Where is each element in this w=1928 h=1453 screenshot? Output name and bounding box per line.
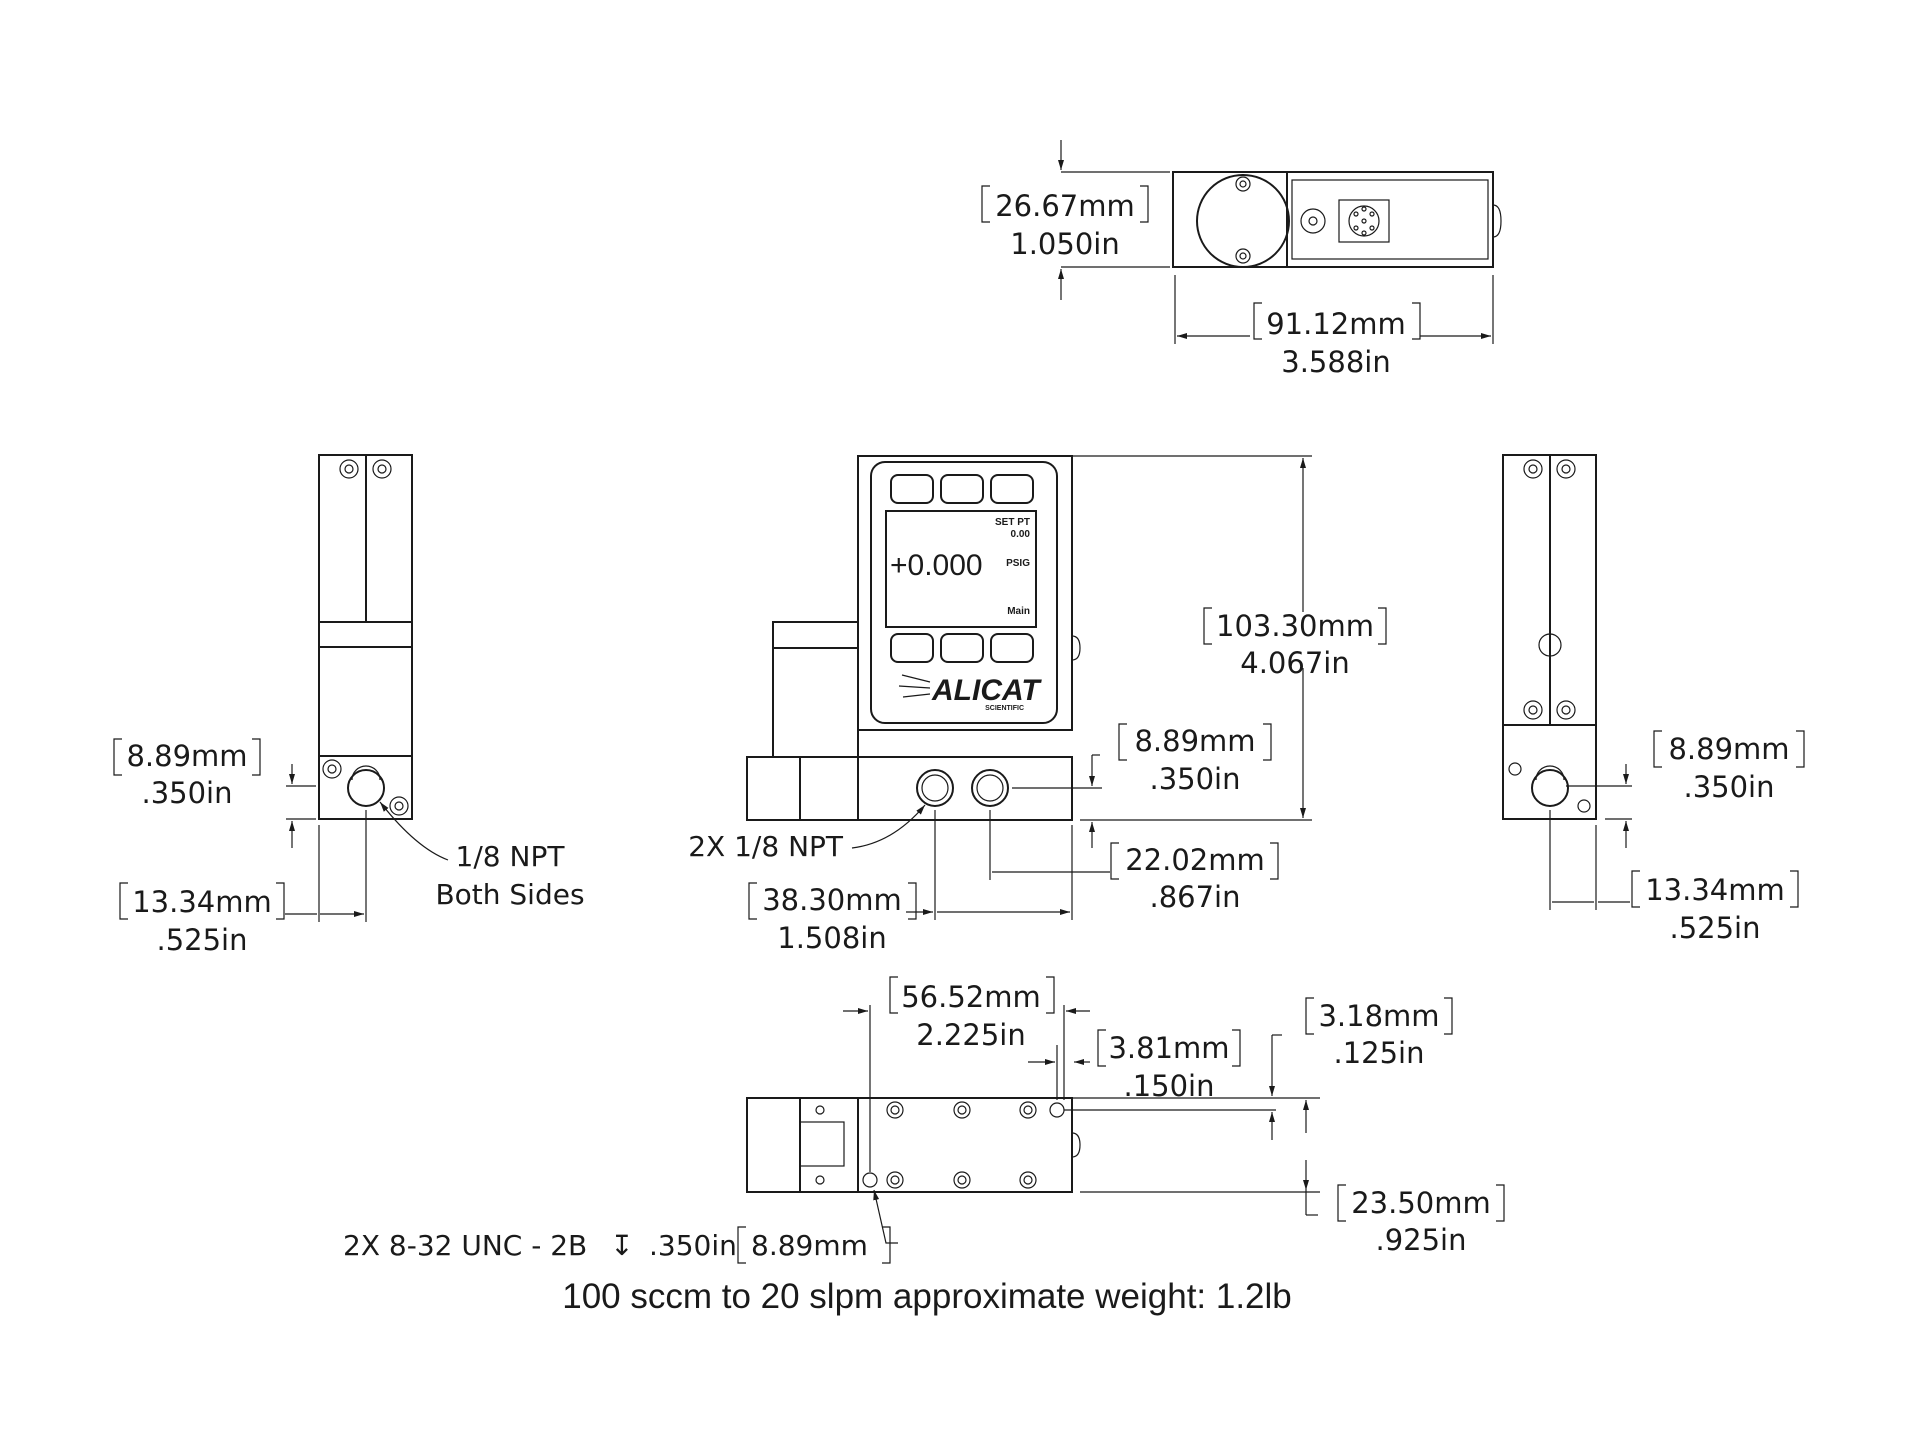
front-port-height-in: .350in bbox=[1149, 762, 1240, 796]
front-port-note: 2X 1/8 NPT bbox=[688, 830, 844, 863]
bottom-view: 56.52mm 2.225in 3.81mm .150in 3.18mm .12… bbox=[343, 976, 1505, 1264]
left-port-note-1: 1/8 NPT bbox=[456, 840, 566, 873]
front-port-height-mm: 8.89mm bbox=[1134, 724, 1255, 758]
display-units: PSIG bbox=[1006, 558, 1030, 569]
display-setpoint-label: SET PT bbox=[995, 517, 1030, 528]
bottom-hole-inset-in: .125in bbox=[1333, 1036, 1424, 1070]
front-height-in: 4.067in bbox=[1240, 646, 1349, 680]
display-reading: +0.000 bbox=[890, 549, 983, 582]
bottom-width-in: .925in bbox=[1375, 1223, 1466, 1257]
front-height-mm: 103.30mm bbox=[1216, 609, 1374, 643]
left-view: 8.89mm .350in 13.34mm .525in 1/8 NPT Bot… bbox=[113, 454, 585, 957]
top-height-in: 1.050in bbox=[1010, 227, 1119, 261]
front-port-offset-mm: 38.30mm bbox=[762, 883, 902, 917]
left-port-height-in: .350in bbox=[141, 776, 232, 810]
right-port-offset-in: .525in bbox=[1669, 911, 1760, 945]
front-port-spacing-mm: 22.02mm bbox=[1125, 843, 1265, 877]
front-view: SET PT 0.00 +0.000 PSIG Main ALICAT SCIE… bbox=[688, 455, 1387, 955]
top-height-mm: 26.67mm bbox=[995, 189, 1135, 223]
top-length-in: 3.588in bbox=[1281, 345, 1390, 379]
thread-depth-mm: 8.89mm bbox=[751, 1229, 868, 1262]
right-port-height-mm: 8.89mm bbox=[1668, 732, 1789, 766]
top-length-mm: 91.12mm bbox=[1266, 307, 1406, 341]
brand-name: ALICAT bbox=[931, 674, 1042, 707]
top-view: 26.67mm 1.050in 91.12mm 3.588in bbox=[981, 140, 1502, 379]
bottom-edge-offset-in: .150in bbox=[1123, 1069, 1214, 1103]
bottom-hole-span-in: 2.225in bbox=[916, 1018, 1025, 1052]
weight-note: 100 sccm to 20 slpm approximate weight: … bbox=[562, 1277, 1292, 1316]
bottom-hole-span-mm: 56.52mm bbox=[901, 980, 1041, 1014]
front-port-offset-in: 1.508in bbox=[777, 921, 886, 955]
right-port-offset-mm: 13.34mm bbox=[1645, 873, 1785, 907]
left-port-note-2: Both Sides bbox=[435, 878, 584, 911]
left-port-offset-mm: 13.34mm bbox=[132, 885, 272, 919]
bottom-edge-offset-mm: 3.81mm bbox=[1108, 1031, 1229, 1065]
thread-depth-in: .350in bbox=[649, 1229, 737, 1262]
front-port-spacing-in: .867in bbox=[1149, 880, 1240, 914]
right-view: 8.89mm .350in 13.34mm .525in bbox=[1502, 454, 1805, 945]
bottom-hole-inset-mm: 3.18mm bbox=[1318, 999, 1439, 1033]
right-port-height-in: .350in bbox=[1683, 770, 1774, 804]
thread-note: 2X 8-32 UNC - 2B bbox=[343, 1229, 587, 1262]
thread-depth-symbol: ↧ bbox=[610, 1229, 633, 1262]
left-port-height-mm: 8.89mm bbox=[126, 739, 247, 773]
display-menu: Main bbox=[1007, 606, 1030, 617]
bottom-width-mm: 23.50mm bbox=[1351, 1186, 1491, 1220]
left-port-offset-in: .525in bbox=[156, 923, 247, 957]
display-setpoint-value: 0.00 bbox=[1011, 529, 1031, 540]
alicat-logo: ALICAT SCIENTIFIC bbox=[898, 674, 1042, 712]
brand-sub: SCIENTIFIC bbox=[985, 705, 1024, 712]
